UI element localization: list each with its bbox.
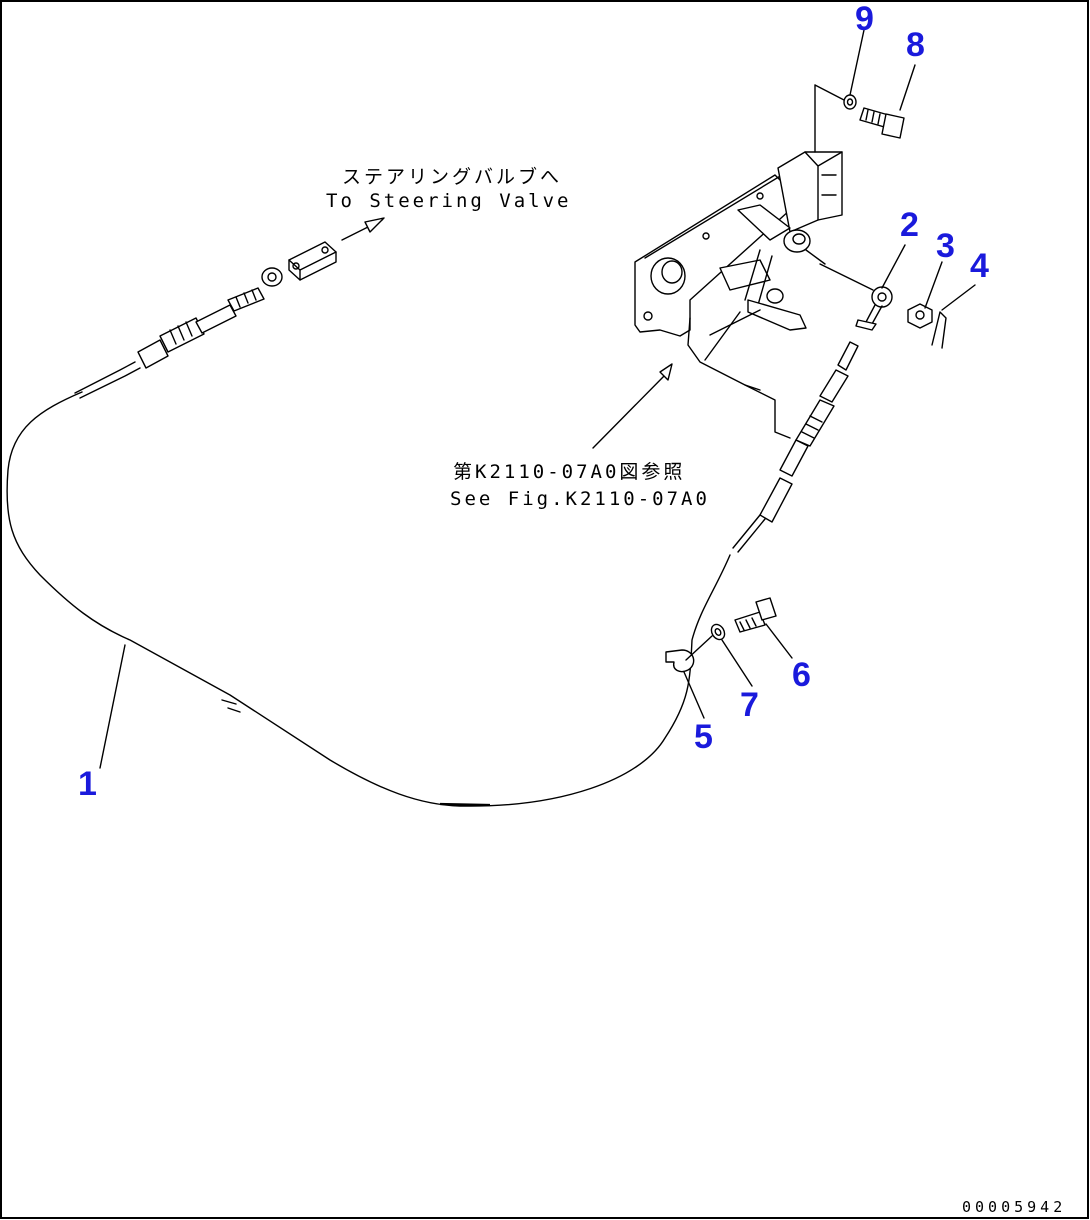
reference-note-en: See Fig.K2110-07A0 — [450, 488, 710, 510]
callout-9: 9 — [855, 0, 874, 38]
control-cable — [6, 217, 859, 807]
callout-leaders — [99, 29, 976, 769]
cotter-pin-part — [931, 311, 947, 349]
clamp-part — [665, 649, 695, 673]
rod-end-part — [819, 263, 893, 331]
callout-1: 1 — [78, 765, 97, 803]
reference-leader — [592, 363, 673, 449]
washer-upper-part — [814, 84, 857, 153]
callout-7: 7 — [740, 686, 759, 724]
callout-8: 8 — [906, 26, 925, 64]
reference-note-jp: 第K2110-07A0図参照 — [453, 461, 685, 483]
callout-3: 3 — [936, 227, 955, 265]
bolt-upper-part — [859, 107, 905, 139]
steering-valve-note-en: To Steering Valve — [326, 190, 571, 212]
callout-2: 2 — [900, 206, 919, 244]
steering-valve-note-jp: ステアリングバルブへ — [342, 165, 562, 188]
callout-5: 5 — [694, 718, 713, 756]
callout-4: 4 — [970, 247, 989, 285]
callout-6: 6 — [792, 656, 811, 694]
bracket-assembly — [634, 151, 843, 439]
washer-lower-part — [685, 623, 726, 661]
bolt-lower-part — [734, 597, 777, 633]
nut-part — [907, 303, 933, 329]
drawing-code: 00005942 — [962, 1198, 1066, 1216]
